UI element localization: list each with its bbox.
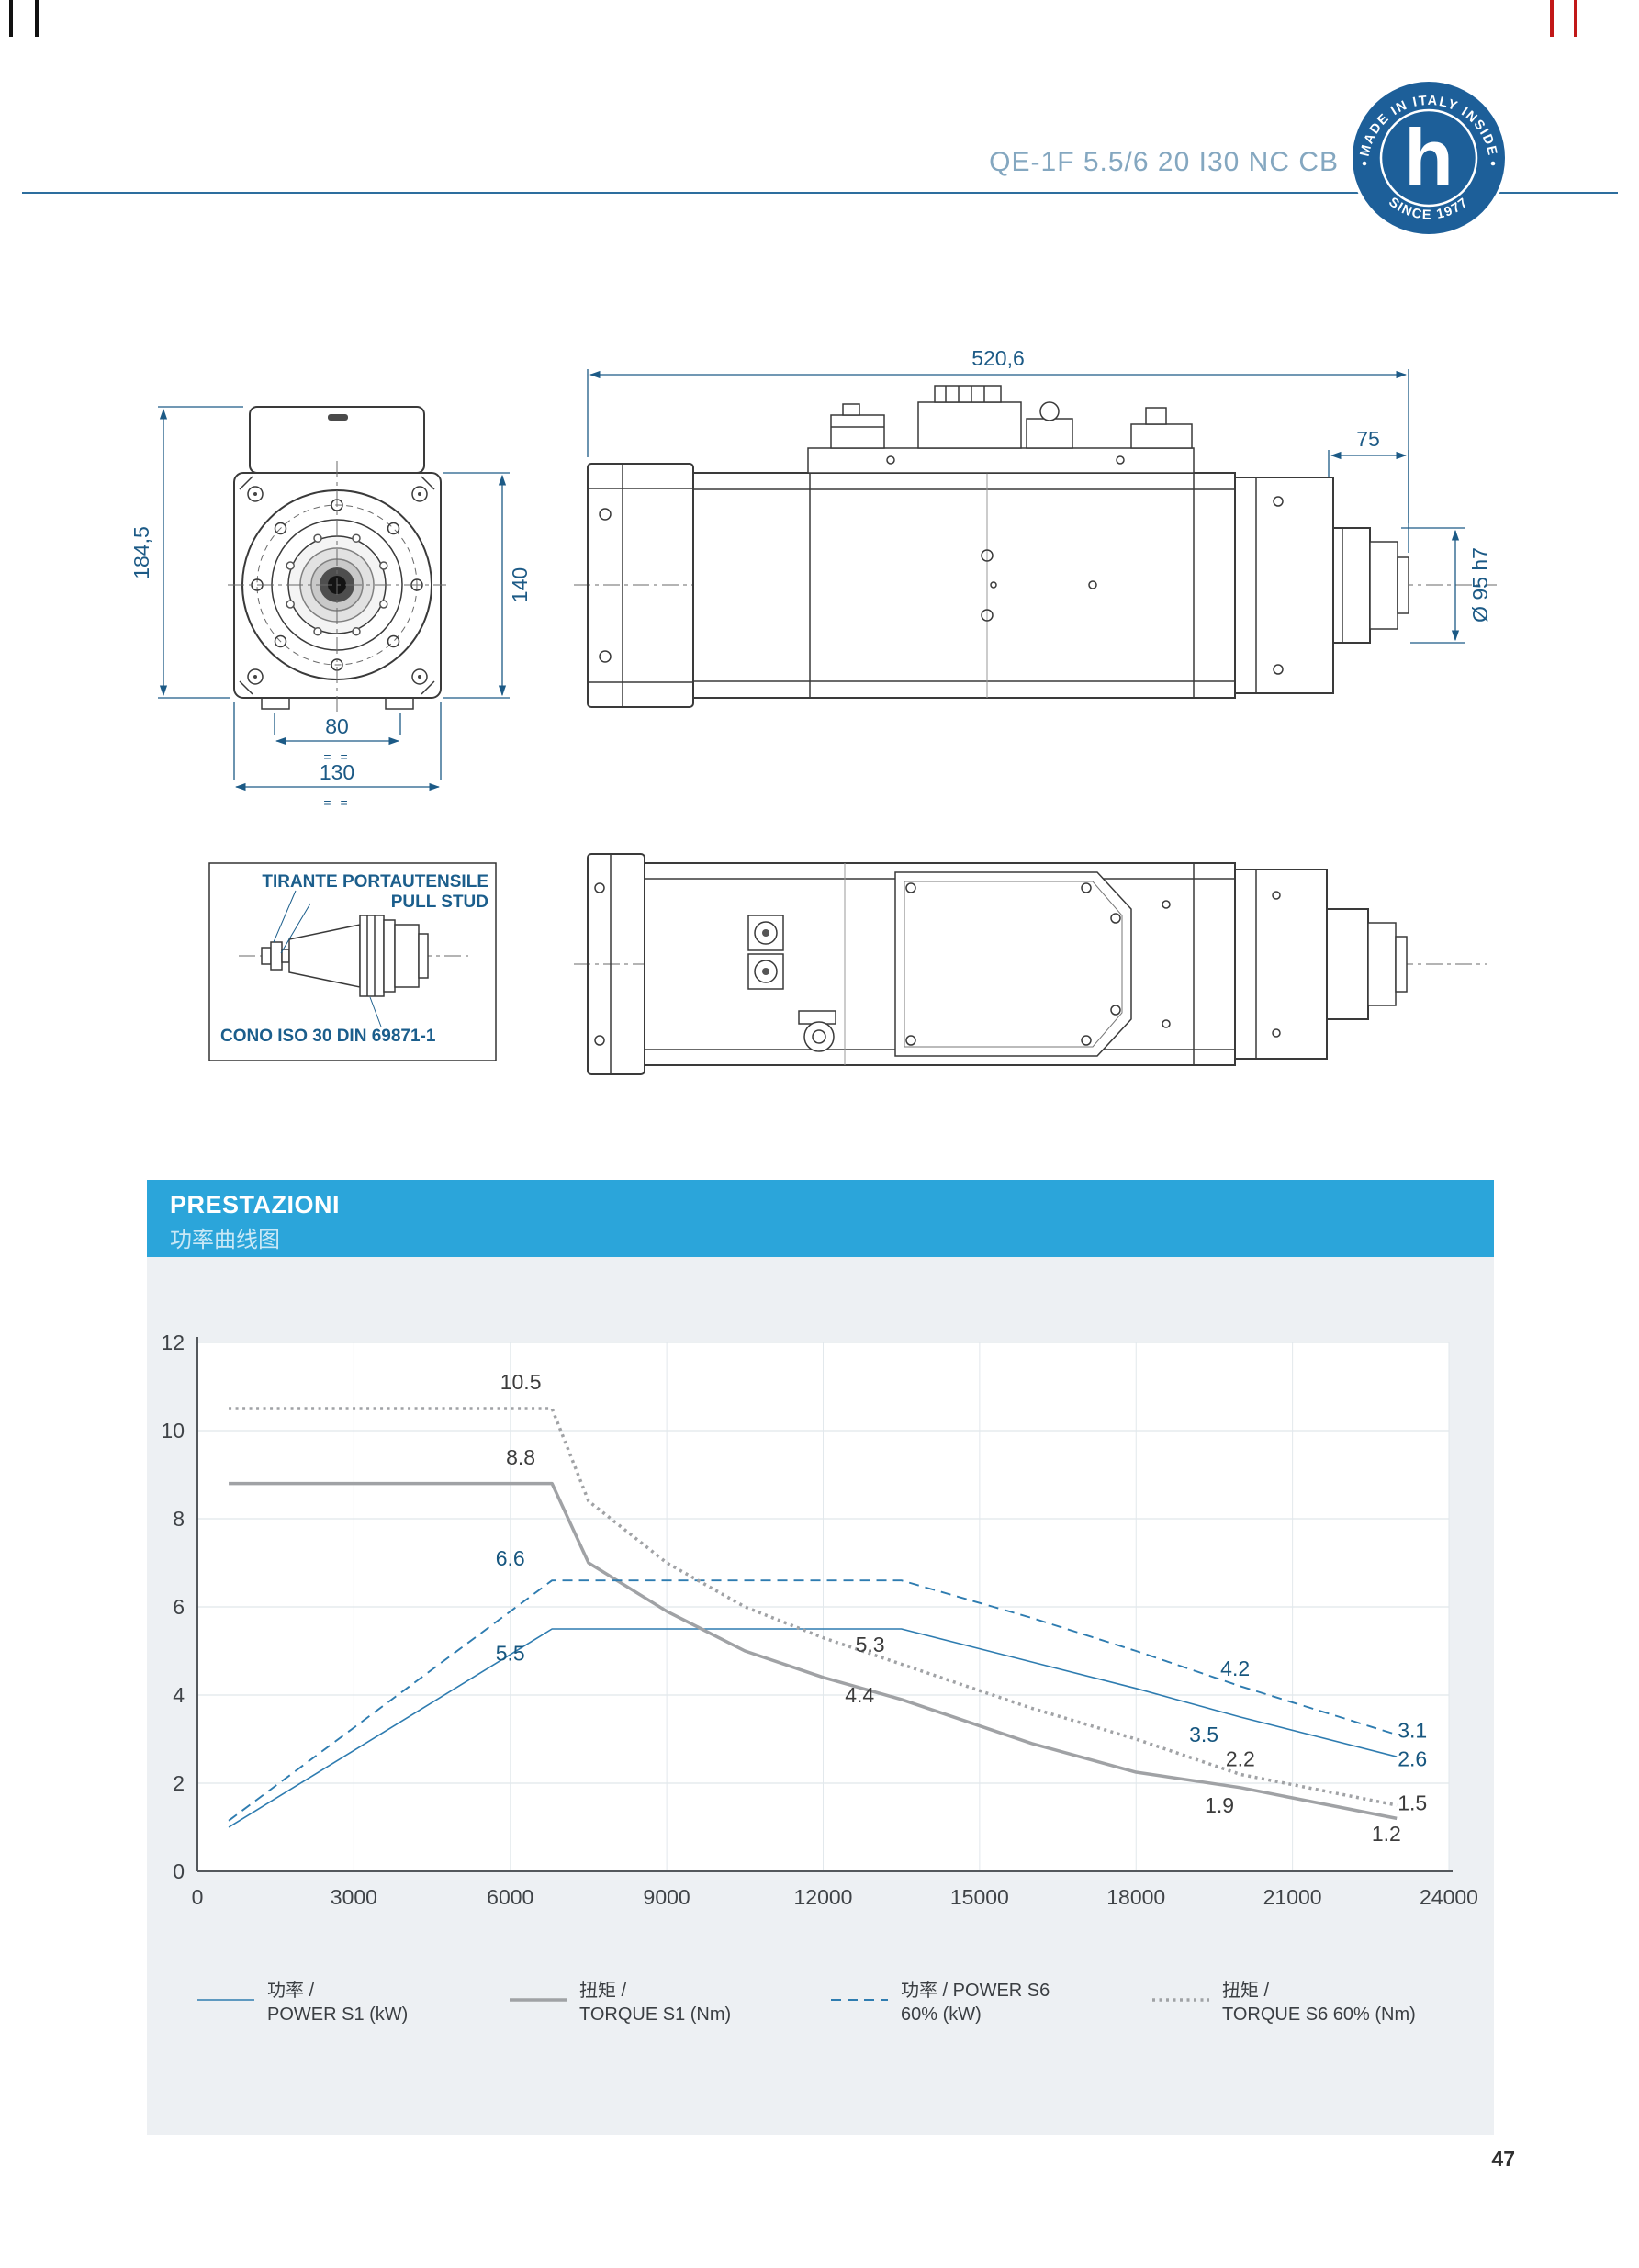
badge-dot (1490, 161, 1496, 166)
y-tick-label: 12 (161, 1330, 185, 1354)
registration-mark (1550, 0, 1554, 37)
data-label: 2.2 (1226, 1747, 1255, 1771)
badge-monogram: h (1404, 112, 1454, 203)
detail-frame (208, 862, 497, 1061)
tool-holder-geometry (239, 915, 468, 997)
performance-title: PRESTAZIONI (170, 1191, 341, 1218)
centering-mark: = = (323, 749, 350, 764)
made-in-italy-badge: MADE IN ITALY INSIDE SINCE 1977 h (1350, 79, 1508, 237)
badge-dot (1362, 161, 1367, 166)
data-label: 1.2 (1372, 1822, 1401, 1846)
dim-outer-width: 130 (320, 760, 354, 784)
dim-shaft-diameter: Ø 95 h7 (1468, 547, 1492, 623)
tool-holder-detail: TIRANTE PORTAUTENSILE PULL STUD CONO ISO… (208, 862, 497, 1061)
legend-label: 功率 / (267, 1980, 315, 2001)
x-tick-label: 12000 (794, 1885, 853, 1909)
header-divider (22, 192, 1618, 194)
dim-body-height: 140 (508, 567, 532, 602)
front-view-geometry (228, 406, 446, 712)
series-dashed (228, 1579, 1398, 1822)
registration-mark (9, 0, 13, 37)
data-label: 8.8 (506, 1445, 535, 1469)
tool-holder-labels: TIRANTE PORTAUTENSILE PULL STUD CONO ISO… (220, 872, 488, 1046)
dim-inner-width: 80 (325, 714, 349, 738)
y-tick-label: 8 (173, 1507, 185, 1531)
side-view-dimensions: 520,6 75 Ø 95 h7 (587, 346, 1492, 644)
data-label: 1.5 (1398, 1791, 1427, 1815)
x-tick-label: 15000 (950, 1885, 1009, 1909)
performance-chart: 0 2 4 6 8 10 12 0 3000 6000 9000 12000 15000 18000 210… (161, 1330, 1478, 2025)
x-tick-label: 24000 (1420, 1885, 1478, 1909)
registration-mark (35, 0, 39, 37)
data-label: 5.5 (496, 1641, 525, 1665)
y-tick-label: 6 (173, 1595, 185, 1619)
side-view-geometry (574, 385, 1497, 708)
y-tick-label: 10 (161, 1419, 185, 1443)
legend-label: POWER S1 (kW) (267, 2004, 408, 2025)
data-label: 3.1 (1398, 1718, 1427, 1742)
x-tick-label: 0 (192, 1885, 204, 1909)
side-view-drawing: 520,6 75 Ø 95 h7 (574, 346, 1497, 708)
legend-label: 扭矩 / (1222, 1980, 1270, 2001)
performance-subtitle: 功率曲线图 (170, 1228, 280, 1252)
registration-mark (1574, 0, 1577, 37)
front-view-drawing: 184,5 140 80 = = 130 = = (129, 406, 532, 810)
series-dotted (229, 1407, 1398, 1807)
cone-label: CONO ISO 30 DIN 69871-1 (220, 1027, 436, 1046)
data-label: 4.2 (1220, 1656, 1250, 1680)
legend-label: 功率 / POWER S6 (901, 1980, 1050, 2001)
dim-total-height: 184,5 (129, 526, 153, 579)
data-label: 6.6 (496, 1546, 525, 1570)
centering-mark: = = (323, 795, 350, 810)
series-solid (228, 1628, 1398, 1828)
data-label: 5.3 (856, 1633, 885, 1656)
legend-label: TORQUE S1 (Nm) (579, 2004, 731, 2025)
y-tick-label: 4 (173, 1683, 185, 1707)
data-label: 1.9 (1205, 1793, 1234, 1817)
pull-stud-label-en: PULL STUD (391, 893, 488, 912)
front-view-dimensions: 184,5 140 80 = = 130 = = (129, 406, 532, 810)
data-label: 2.6 (1398, 1747, 1427, 1771)
legend-label: TORQUE S6 60% (Nm) (1222, 2004, 1416, 2025)
x-tick-label: 9000 (644, 1885, 690, 1909)
bottom-view-geometry (574, 853, 1487, 1075)
bottom-view-drawing (574, 853, 1487, 1075)
y-tick-label: 0 (173, 1859, 185, 1883)
performance-header-bar: PRESTAZIONI 功率曲线图 (147, 1180, 1494, 1257)
x-tick-label: 6000 (487, 1885, 533, 1909)
pull-stud-label-it: TIRANTE PORTAUTENSILE (262, 872, 488, 892)
series-solid (229, 1481, 1398, 1821)
dim-nose-length: 75 (1356, 427, 1380, 451)
data-label: 3.5 (1189, 1723, 1218, 1746)
dim-length: 520,6 (971, 346, 1025, 370)
legend-label: 扭矩 / (579, 1980, 627, 2001)
page-title: QE-1F 5.5/6 20 I30 NC CB (989, 147, 1339, 177)
x-tick-label: 21000 (1263, 1885, 1322, 1909)
x-tick-label: 18000 (1106, 1885, 1165, 1909)
data-label: 10.5 (500, 1370, 542, 1394)
page-number: 47 (1491, 2147, 1515, 2171)
data-label: 4.4 (845, 1683, 874, 1707)
x-tick-label: 3000 (331, 1885, 377, 1909)
y-tick-label: 2 (173, 1771, 185, 1795)
legend-label: 60% (kW) (901, 2004, 982, 2025)
performance-panel: PRESTAZIONI 功率曲线图 0 2 4 6 8 10 12 0 3000 6000 9000… (147, 1180, 1494, 2135)
